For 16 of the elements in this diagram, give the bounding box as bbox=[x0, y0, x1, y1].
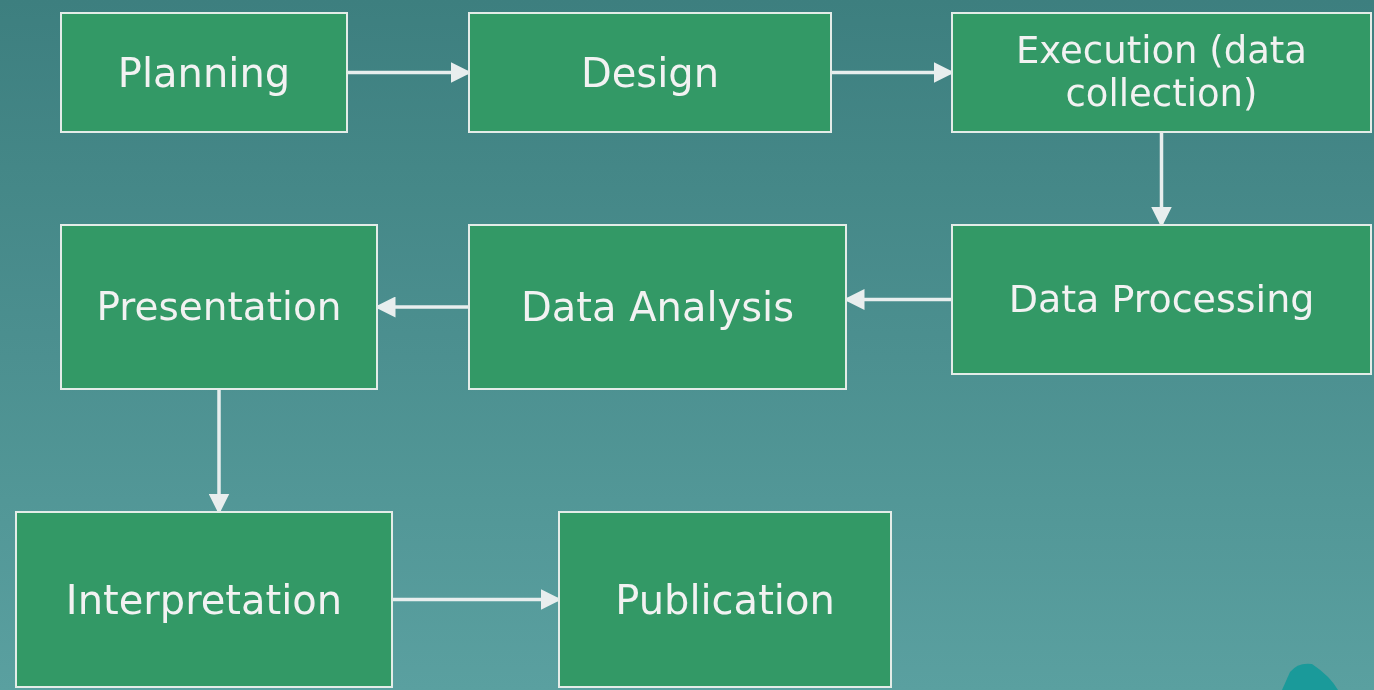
box-label: Publication bbox=[615, 576, 835, 623]
process-box bbox=[468, 224, 847, 390]
process-box bbox=[468, 12, 832, 133]
box-label: Data Processing bbox=[1008, 277, 1315, 322]
box-label: Presentation bbox=[96, 284, 342, 330]
box-label: Execution (data collection) bbox=[1014, 29, 1309, 116]
process-box bbox=[951, 12, 1372, 133]
process-box bbox=[60, 12, 348, 133]
box-label: Planning bbox=[117, 49, 291, 96]
box-label: Data Analysis bbox=[521, 284, 794, 330]
process-box bbox=[15, 511, 393, 688]
box-label: Interpretation bbox=[65, 576, 343, 623]
process-box bbox=[558, 511, 892, 688]
box-label: Design bbox=[580, 49, 720, 96]
process-box bbox=[60, 224, 378, 390]
process-box bbox=[951, 224, 1372, 375]
